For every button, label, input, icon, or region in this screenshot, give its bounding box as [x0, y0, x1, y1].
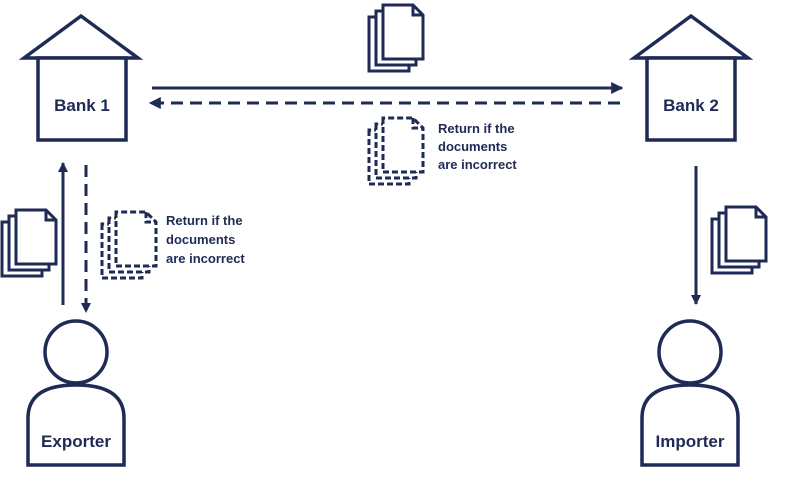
importer-head-icon: [657, 319, 723, 385]
importer-body-icon: [640, 383, 740, 467]
bank1-node: Bank 1: [18, 13, 144, 142]
return-note-top-line-2: documents: [438, 139, 507, 154]
dashed-document-stack-icon: [367, 116, 425, 186]
bank1-label: Bank 1: [54, 96, 110, 115]
bank2-building-icon: [645, 56, 737, 142]
document-stack-icon: [710, 205, 768, 275]
return-note-left-line-2: documents: [166, 232, 235, 247]
return-note-top: Return if the documents are incorrect: [438, 121, 517, 172]
return-note-left-line-1: Return if the: [166, 213, 243, 228]
exporter-node: Exporter: [26, 319, 126, 467]
bank2-roof-icon: [628, 13, 754, 60]
return-note-top-line-3: are incorrect: [438, 157, 517, 172]
document-stack-icon: [0, 208, 58, 278]
return-note-left: Return if the documents are incorrect: [166, 213, 245, 266]
bank1-building-icon: [36, 56, 128, 142]
importer-label: Importer: [656, 432, 725, 451]
return-note-top-line-1: Return if the: [438, 121, 515, 136]
exporter-head-icon: [43, 319, 109, 385]
exporter-body-icon: [26, 383, 126, 467]
bank2-label: Bank 2: [663, 96, 719, 115]
importer-node: Importer: [640, 319, 740, 467]
bank1-roof-icon: [18, 13, 144, 60]
exporter-label: Exporter: [41, 432, 111, 451]
return-note-left-line-3: are incorrect: [166, 251, 245, 266]
bank2-node: Bank 2: [628, 13, 754, 142]
document-stack-icon: [367, 3, 425, 73]
dashed-document-stack-icon: [100, 210, 158, 280]
